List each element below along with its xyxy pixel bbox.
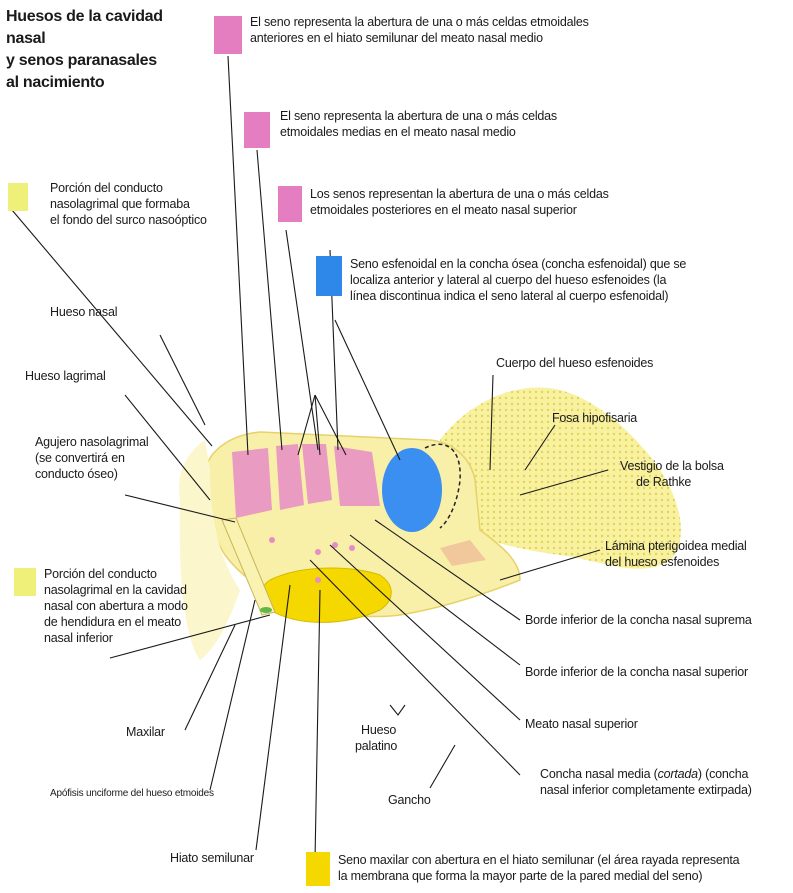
legend-posterior: Los senos representan la abertura de una… [310, 186, 609, 218]
label-rathke-line-2: de Rathke [620, 474, 724, 490]
legend-posterior-line-1: Los senos representan la abertura de una… [310, 186, 609, 202]
legend-esfenoidal-line-3: línea discontinua indica el seno lateral… [350, 288, 686, 304]
label-hiato-semilunar: Hiato semilunar [170, 850, 254, 866]
opening-dot-4 [349, 545, 355, 551]
label-concha-line-1: Concha nasal media (cortada) (concha [540, 766, 752, 782]
nasolacrimal-opening-shape [260, 607, 272, 613]
label-agujero-nasolagrimal: Agujero nasolagrimal (se convertirá en c… [35, 434, 148, 482]
legend-anterior-line-1: El seno representa la abertura de una o … [250, 14, 589, 30]
swatch-maxilar-yellow [306, 852, 330, 886]
label-palatino-line-2: palatino [355, 738, 397, 754]
label-borde-superior: Borde inferior de la concha nasal superi… [525, 664, 748, 680]
label-palatino-line-1: Hueso [355, 722, 397, 738]
legend-cavidad-line-2: nasolagrimal en la cavidad [44, 582, 188, 598]
label-agujero-line-2: (se convertirá en [35, 450, 148, 466]
legend-surco-line-2: nasolagrimal que formaba [50, 196, 207, 212]
label-cuerpo-esfenoides: Cuerpo del hueso esfenoides [496, 355, 653, 371]
legend-surco-line-3: el fondo del surco nasoóptico [50, 212, 207, 228]
label-gancho: Gancho [388, 792, 431, 808]
legend-cavidad: Porción del conducto nasolagrimal en la … [44, 566, 188, 646]
label-concha-line-1-c: ) (concha [698, 767, 748, 781]
label-hueso-lagrimal: Hueso lagrimal [25, 368, 106, 384]
legend-cavidad-line-4: de hendidura en el meato [44, 614, 188, 630]
label-concha-line-2: nasal inferior completamente extirpada) [540, 782, 752, 798]
legend-esfenoidal-line-2: localiza anterior y lateral al cuerpo de… [350, 272, 686, 288]
legend-maxilar-seno: Seno maxilar con abertura en el hiato se… [338, 852, 739, 884]
label-concha-line-1-b: cortada [658, 767, 698, 781]
legend-media-line-1: El seno representa la abertura de una o … [280, 108, 557, 124]
legend-esfenoidal: Seno esfenoidal en la concha ósea (conch… [350, 256, 686, 304]
label-rathke: Vestigio de la bolsa de Rathke [620, 458, 724, 490]
opening-dot-1 [269, 537, 275, 543]
legend-surco: Porción del conducto nasolagrimal que fo… [50, 180, 207, 228]
legend-surco-line-1: Porción del conducto [50, 180, 207, 196]
label-borde-suprema: Borde inferior de la concha nasal suprem… [525, 612, 752, 628]
legend-posterior-line-2: etmoidales posteriores en el meato nasal… [310, 202, 609, 218]
legend-media: El seno representa la abertura de una o … [280, 108, 557, 140]
opening-dot-2 [315, 549, 321, 555]
legend-anterior: El seno representa la abertura de una o … [250, 14, 589, 46]
label-concha-media: Concha nasal media (cortada) (concha nas… [540, 766, 752, 798]
label-hueso-palatino: Hueso palatino [355, 722, 397, 754]
sphenoid-sinus-shape [382, 448, 442, 532]
legend-media-line-2: etmoidales medias en el meato nasal medi… [280, 124, 557, 140]
legend-cavidad-line-5: nasal inferior [44, 630, 188, 646]
swatch-posterior-magenta [278, 186, 302, 222]
label-fosa-hipofisaria: Fosa hipofisaria [552, 410, 637, 426]
swatch-cavidad-yellow [14, 568, 36, 596]
label-lamina-pterigoidea: Lámina pterigoidea medial del hueso esfe… [605, 538, 747, 570]
swatch-anterior-magenta [214, 16, 242, 54]
swatch-surco-yellow [8, 183, 28, 211]
legend-maxilar-seno-line-1: Seno maxilar con abertura en el hiato se… [338, 852, 739, 868]
legend-esfenoidal-line-1: Seno esfenoidal en la concha ósea (conch… [350, 256, 686, 272]
opening-dot-5 [315, 577, 321, 583]
ethmoid-cell-anterior [232, 448, 272, 518]
label-apofisis: Apófisis unciforme del hueso etmoides [50, 786, 214, 802]
label-maxilar: Maxilar [126, 724, 165, 740]
label-lamina-line-2: del hueso esfenoides [605, 554, 747, 570]
legend-maxilar-seno-line-2: la membrana que forma la mayor parte de … [338, 868, 739, 884]
label-hueso-nasal: Hueso nasal [50, 304, 117, 320]
label-rathke-line-1: Vestigio de la bolsa [620, 458, 724, 474]
label-agujero-line-3: conducto óseo) [35, 466, 148, 482]
legend-anterior-line-2: anteriores en el hiato semilunar del mea… [250, 30, 589, 46]
label-concha-line-1-a: Concha nasal media ( [540, 767, 658, 781]
label-lamina-line-1: Lámina pterigoidea medial [605, 538, 747, 554]
legend-cavidad-line-1: Porción del conducto [44, 566, 188, 582]
label-agujero-line-1: Agujero nasolagrimal [35, 434, 148, 450]
swatch-media-magenta [244, 112, 270, 148]
legend-cavidad-line-3: nasal con abertura a modo [44, 598, 188, 614]
swatch-esfenoidal-blue [316, 256, 342, 296]
label-meato-superior: Meato nasal superior [525, 716, 638, 732]
